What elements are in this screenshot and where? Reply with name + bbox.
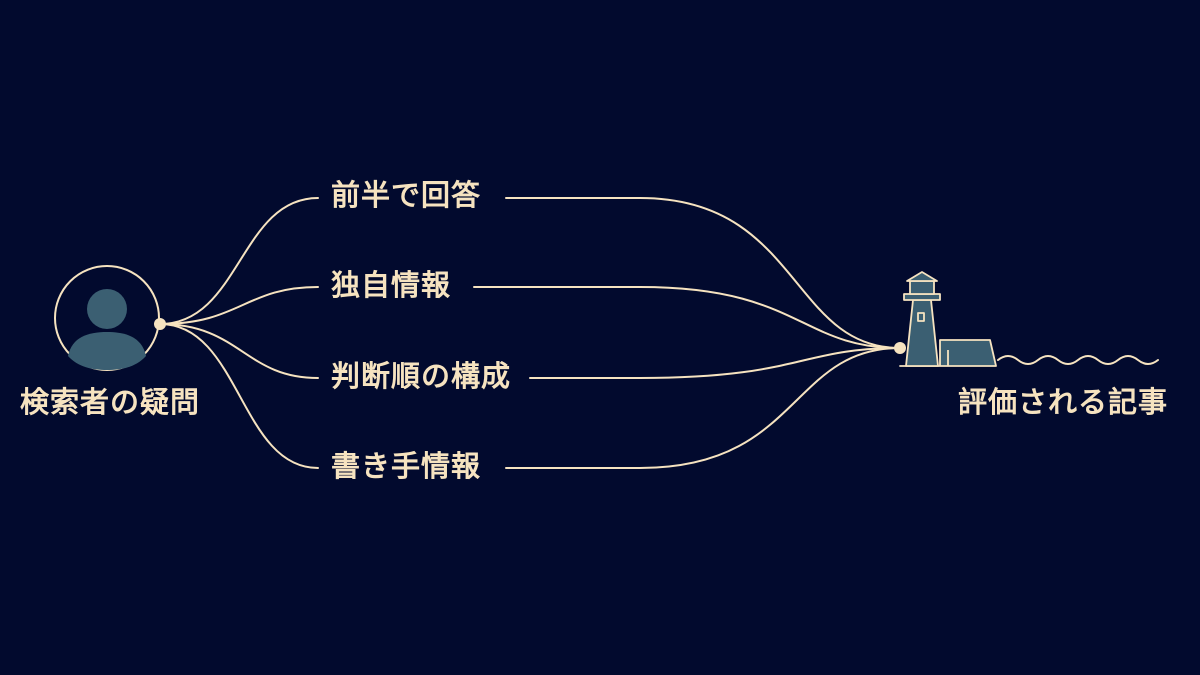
connector-right-2 bbox=[529, 347, 901, 379]
lighthouse-icon bbox=[899, 271, 997, 367]
connector-right-0 bbox=[505, 197, 901, 349]
branch-label-original-info: 独自情報 bbox=[331, 268, 452, 302]
connector-left-3 bbox=[159, 323, 319, 469]
branch-label-author-info: 書き手情報 bbox=[331, 449, 482, 483]
connector-left-2 bbox=[159, 323, 319, 379]
branch-label-decision-order: 判断順の構成 bbox=[331, 359, 512, 393]
user-icon bbox=[54, 265, 160, 371]
source-label: 検索者の疑問 bbox=[20, 385, 201, 419]
connector-right-1 bbox=[473, 286, 901, 349]
source-node-dot bbox=[154, 318, 166, 330]
connector-left-0 bbox=[159, 197, 319, 325]
connector-left-1 bbox=[159, 286, 319, 325]
target-node-dot bbox=[894, 342, 906, 354]
connector-right-3 bbox=[505, 347, 901, 469]
wave-icon bbox=[997, 355, 1159, 365]
target-label: 評価される記事 bbox=[958, 385, 1169, 419]
branch-label-answer-first: 前半で回答 bbox=[331, 178, 482, 212]
